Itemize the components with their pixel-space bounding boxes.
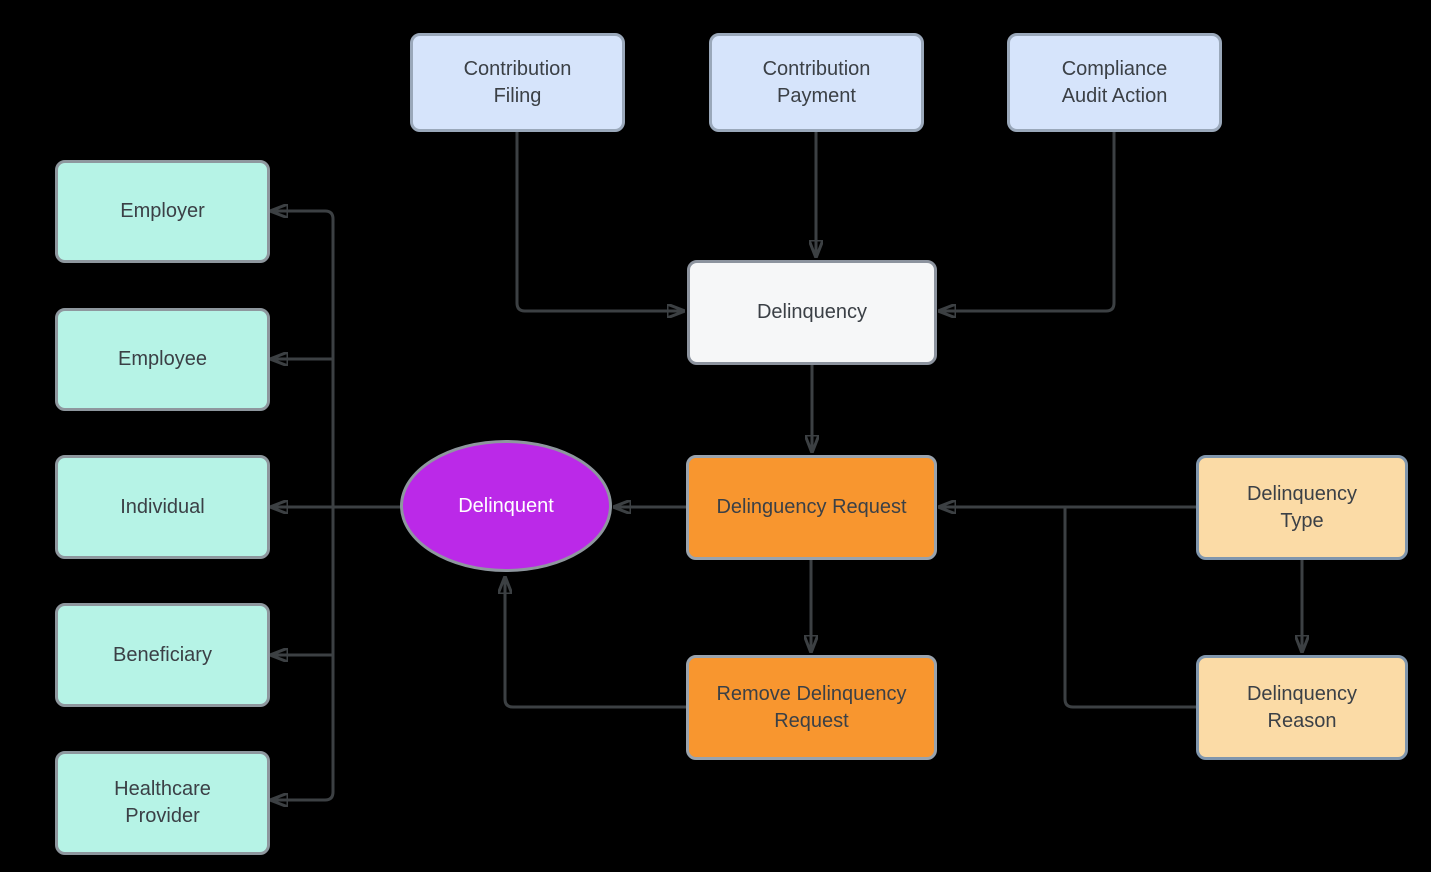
node-remove-delinquency-request[interactable]: Remove Delinquency Request: [686, 655, 937, 760]
node-contribution-payment[interactable]: Contribution Payment: [709, 33, 924, 132]
node-employee-label: Employee: [118, 348, 207, 370]
edge-reason-to-request: [1063, 507, 1196, 709]
node-compliance-audit-action-label: Compliance Audit Action: [1061, 57, 1168, 107]
node-contribution-filing[interactable]: Contribution Filing: [410, 33, 625, 132]
node-beneficiary-label: Beneficiary: [113, 643, 212, 666]
node-healthcare-provider[interactable]: Healthcare Provider: [55, 751, 270, 855]
node-compliance-audit-action[interactable]: Compliance Audit Action: [1007, 33, 1222, 132]
edge-remove-to-delinquent: [505, 578, 686, 709]
node-contribution-filing-label: Contribution Filing: [463, 57, 572, 107]
node-contribution-payment-label: Contribution Payment: [762, 57, 871, 107]
node-remove-delinquency-request-label: Remove Delinquency Request: [716, 682, 907, 732]
node-individual-label: Individual: [120, 495, 205, 518]
node-delinquency-reason-label: Delinquency Reason: [1246, 682, 1358, 732]
edge-delinquent-to-healthcare: [272, 791, 335, 800]
node-delinquent[interactable]: Delinquent: [400, 440, 612, 572]
node-delinquency-request[interactable]: Delinguency Request: [686, 455, 937, 560]
edge-filing-to-delinquency: [515, 132, 683, 311]
node-delinquency-reason[interactable]: Delinquency Reason: [1196, 655, 1408, 760]
edge-audit-to-delinquency: [940, 132, 1116, 311]
node-delinquency[interactable]: Delinquency: [687, 260, 937, 365]
node-delinquency-type-label: Delinquency Type: [1246, 482, 1358, 532]
edge-delinquent-to-employer: [272, 211, 335, 220]
node-beneficiary[interactable]: Beneficiary: [55, 603, 270, 707]
node-healthcare-provider-label: Healthcare Provider: [114, 778, 211, 827]
node-delinquency-request-label: Delinguency Request: [716, 496, 907, 518]
node-delinquency-type[interactable]: Delinquency Type: [1196, 455, 1408, 560]
node-employer[interactable]: Employer: [55, 160, 270, 263]
node-employee[interactable]: Employee: [55, 308, 270, 411]
node-delinquent-label: Delinquent: [458, 494, 554, 517]
node-delinquency-label: Delinquency: [756, 301, 868, 323]
node-individual[interactable]: Individual: [55, 455, 270, 559]
node-employer-label: Employer: [120, 200, 205, 222]
